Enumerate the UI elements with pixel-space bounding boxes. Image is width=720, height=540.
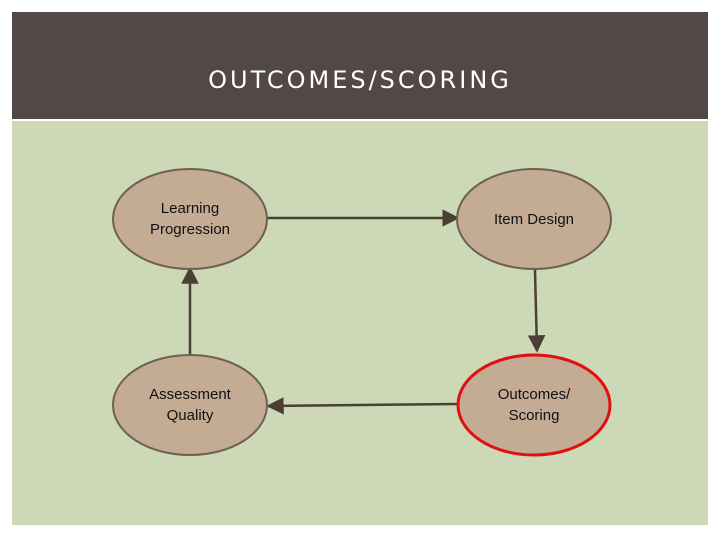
node-learning-progression [112, 168, 268, 270]
node-label-outcomes-scoring: Outcomes/ Scoring [497, 386, 571, 424]
node-item-design [456, 168, 612, 270]
node-label-item-design: Item Design [493, 210, 575, 228]
slide-title: OUTCOMES/SCORING [208, 66, 512, 94]
arrow-item-to-outcomes [527, 269, 546, 353]
node-outcomes-scoring [456, 353, 612, 457]
arrow-outcomes-to-assessment [266, 397, 459, 415]
node-assessment-quality [112, 354, 268, 456]
title-banner: OUTCOMES/SCORING [12, 12, 708, 119]
node-label-learning-progression: Learning Progression [149, 200, 231, 238]
node-label-assessment-quality: Assessment Quality [149, 386, 231, 424]
